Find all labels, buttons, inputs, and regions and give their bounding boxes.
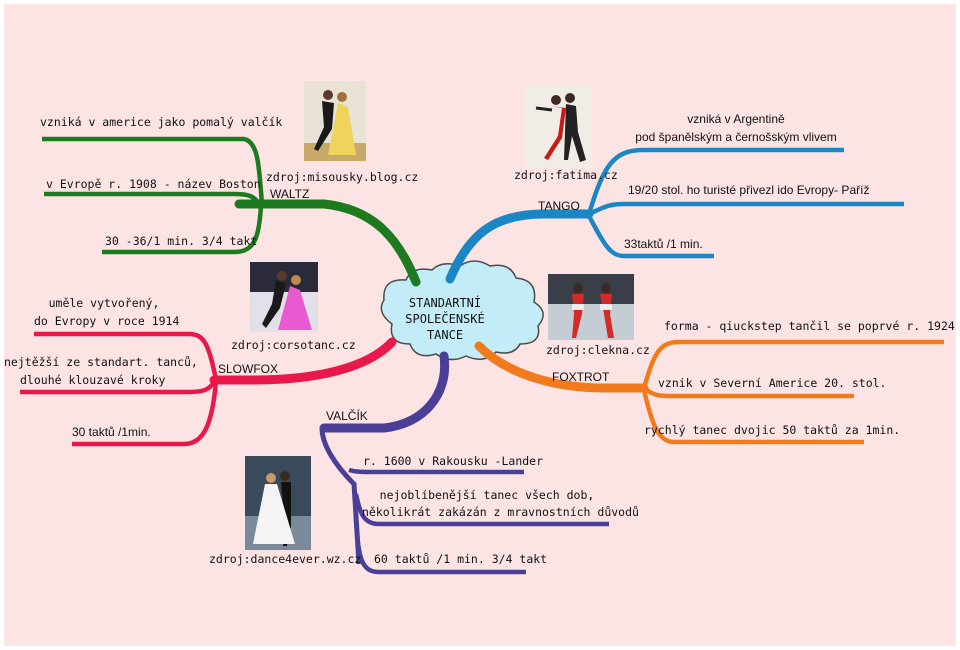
foxtrot-fact-1: forma - qiuckstep tančil se poprvé r. 19… (664, 319, 960, 334)
waltz-sub-branch-2 (44, 194, 259, 204)
slowfox-fact-5: 30 taktů /1min. (72, 425, 151, 440)
valcik-fact-4: 60 taktů /1 min. 3/4 takt (374, 552, 547, 567)
foxtrot-fact-2: vznik v Severní Americe 20. stol. (658, 376, 886, 391)
tango-fact-4: 33taktů /1 min. (624, 237, 703, 252)
valcik-title: VALČÍK (326, 409, 368, 424)
slowfox-fact-1: uměle vytvořený, (34, 296, 174, 311)
waltz-title: WALTZ (270, 187, 309, 202)
tango-sub-branch-2 (589, 204, 904, 214)
waltz-fact-2: v Evropě r. 1908 - název Boston (46, 177, 261, 192)
waltz-source: zdroj:misousky.blog.cz (266, 170, 418, 185)
foxtrot-title: FOXTROT (552, 370, 609, 385)
slowfox-fact-3: nejtěžší ze standart. tanců, (4, 355, 198, 370)
valcik-source: zdroj:dance4ever.wz.cz (209, 552, 361, 567)
slowfox-title: SLOWFOX (218, 362, 278, 377)
waltz-fact-3: 30 -36/1 min. 3/4 takt (105, 234, 257, 249)
waltz-fact-1: vzniká v americe jako pomalý valčík (40, 115, 282, 130)
center-topic-line1: STANDARTNÍ (370, 295, 520, 311)
foxtrot-fact-3: rychlý tanec dvojic 50 taktů za 1min. (644, 423, 900, 438)
slowfox-fact-2: do Evropy v roce 1914 (34, 314, 174, 329)
valcik-stem (322, 428, 359, 564)
slowfox-fact-4: dlouhé klouzavé kroky (20, 373, 165, 388)
tango-source: zdroj:fatima.cz (514, 168, 618, 183)
tango-fact-1: vzniká v Argentině (616, 112, 856, 127)
waltz-photo (304, 81, 366, 161)
valcik-fact-1: r. 1600 v Rakousku -Lander (363, 454, 543, 469)
tango-photo (526, 86, 592, 168)
tango-fact-2: pod španělským a černošským vlivem (616, 130, 856, 145)
valcik-fact-3: několikrát zakázán z mravnostních důvodů (362, 505, 612, 520)
valcik-fact-2: nejoblíbenější tanec všech dob, (362, 488, 612, 503)
tango-title: TANGO (538, 199, 580, 214)
center-topic-line3: TANCE (370, 327, 520, 343)
slowfox-photo (250, 262, 318, 332)
center-topic: STANDARTNÍ SPOLEČENSKÉ TANCE (370, 295, 520, 343)
valcik-photo (245, 456, 311, 550)
valcik-sub-branch-1 (349, 470, 524, 472)
center-topic-line2: SPOLEČENSKÉ (370, 311, 520, 327)
slowfox-source: zdroj:corsotanc.cz (231, 338, 356, 353)
tango-fact-3: 19/20 stol. ho turisté přivezl ido Evrop… (628, 183, 869, 198)
foxtrot-source: zdroj:clekna.cz (546, 343, 650, 358)
foxtrot-photo (548, 274, 634, 340)
mind-map-canvas: STANDARTNÍ SPOLEČENSKÉ TANCE WALTZ zdroj… (4, 4, 956, 646)
